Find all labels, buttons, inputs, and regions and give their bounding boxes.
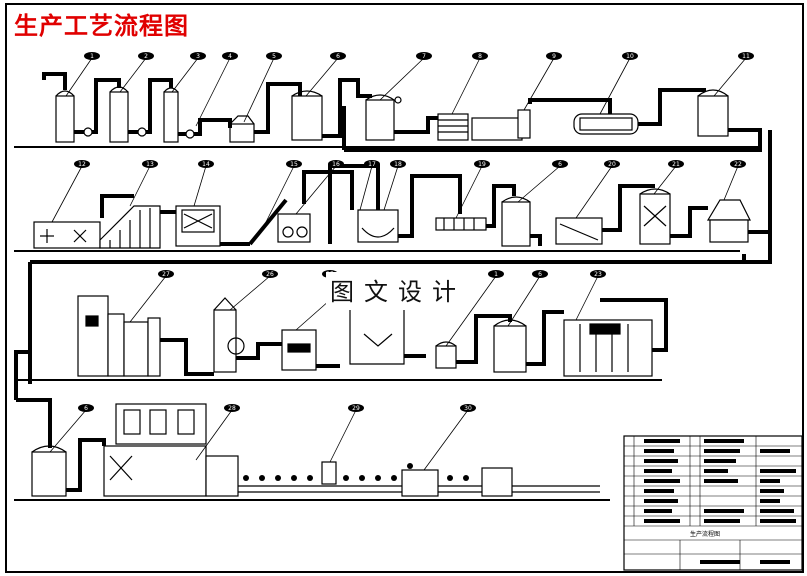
callout-number: 22 <box>734 161 742 168</box>
callout-number: 16 <box>332 161 340 168</box>
callout-tag <box>488 270 504 278</box>
callout-tag <box>730 160 746 168</box>
callout-number: 6 <box>336 53 340 60</box>
callout-tag <box>198 160 214 168</box>
callout-number: 28 <box>228 405 236 412</box>
callout-tag <box>224 404 240 412</box>
callout-tag <box>222 52 238 60</box>
callout-number: 5 <box>272 53 276 60</box>
callout-number: 6 <box>84 405 88 412</box>
row2-pipes <box>30 130 772 264</box>
row2-equipment <box>33 188 751 249</box>
callout-number: 19 <box>478 161 486 168</box>
callout-leaders <box>49 57 747 471</box>
callout-tag <box>590 270 606 278</box>
callout-tag <box>460 404 476 412</box>
callout-number: 10 <box>626 53 634 60</box>
callout-number: 30 <box>464 405 472 412</box>
callout-tag <box>552 160 568 168</box>
callout-tag <box>142 160 158 168</box>
callout-tag <box>286 160 302 168</box>
callout-tag <box>328 160 344 168</box>
callout-tag <box>738 52 754 60</box>
callout-tag <box>330 52 346 60</box>
callout-tag <box>78 404 94 412</box>
callout-number: 12 <box>78 161 86 168</box>
row3-pipes <box>14 262 668 400</box>
callout-number: 26 <box>266 271 274 278</box>
callout-number: 27 <box>162 271 170 278</box>
callout-number: 6 <box>538 271 542 278</box>
row4-equipment <box>31 403 600 497</box>
callout-number: 15 <box>290 161 298 168</box>
callout-number: 11 <box>742 53 750 60</box>
callout-number: 20 <box>608 161 616 168</box>
callout-tag <box>158 270 174 278</box>
callout-tag <box>668 160 684 168</box>
callout-tag <box>348 404 364 412</box>
callout-tag <box>266 52 282 60</box>
row4-callouts: 6 28 29 30 <box>78 404 476 412</box>
callout-number: 1 <box>90 53 94 60</box>
callout-number: 4 <box>228 53 232 60</box>
callout-tag <box>364 160 380 168</box>
callout-tag <box>390 160 406 168</box>
callout-tag <box>604 160 620 168</box>
callout-tag <box>138 52 154 60</box>
callout-tag <box>262 270 278 278</box>
callout-number: 21 <box>672 161 680 168</box>
callout-tag <box>190 52 206 60</box>
watermark: 图文设计 <box>326 272 470 307</box>
callout-number: 2 <box>144 53 148 60</box>
callout-number: 8 <box>478 53 482 60</box>
callout-number: 17 <box>368 161 376 168</box>
callout-number: 7 <box>422 53 426 60</box>
callout-number: 6 <box>558 161 562 168</box>
page-title: 生产工艺流程图 <box>14 11 189 40</box>
row2-callouts: 12 13 14 15 16 17 18 19 6 20 21 22 <box>74 160 746 168</box>
callout-number: 23 <box>594 271 602 278</box>
callout-tag <box>74 160 90 168</box>
callout-number: 13 <box>146 161 154 168</box>
row4-pipes <box>16 398 106 492</box>
callout-tag <box>622 52 638 60</box>
callout-tag <box>474 160 490 168</box>
title-block: 生产流程图 <box>623 435 803 571</box>
callout-tag <box>546 52 562 60</box>
callout-number: 18 <box>394 161 402 168</box>
callout-number: 3 <box>196 53 200 60</box>
callout-tag <box>84 52 100 60</box>
title-block-drawing-name: 生产流程图 <box>690 530 720 538</box>
floor-lines <box>14 146 762 501</box>
callout-number: 14 <box>202 161 210 168</box>
row3-equipment <box>77 295 653 377</box>
callout-tag <box>532 270 548 278</box>
callout-tag <box>472 52 488 60</box>
callout-number: 1 <box>494 271 498 278</box>
callout-tag <box>416 52 432 60</box>
callout-number: 9 <box>552 53 556 60</box>
row4-rollers <box>243 463 469 481</box>
drawing-border <box>5 3 804 573</box>
row1-pipes <box>42 72 762 152</box>
callout-number: 29 <box>352 405 360 412</box>
row1-callouts: 1 2 3 4 5 6 7 8 9 10 11 <box>84 52 754 60</box>
row1-equipment <box>55 86 729 143</box>
